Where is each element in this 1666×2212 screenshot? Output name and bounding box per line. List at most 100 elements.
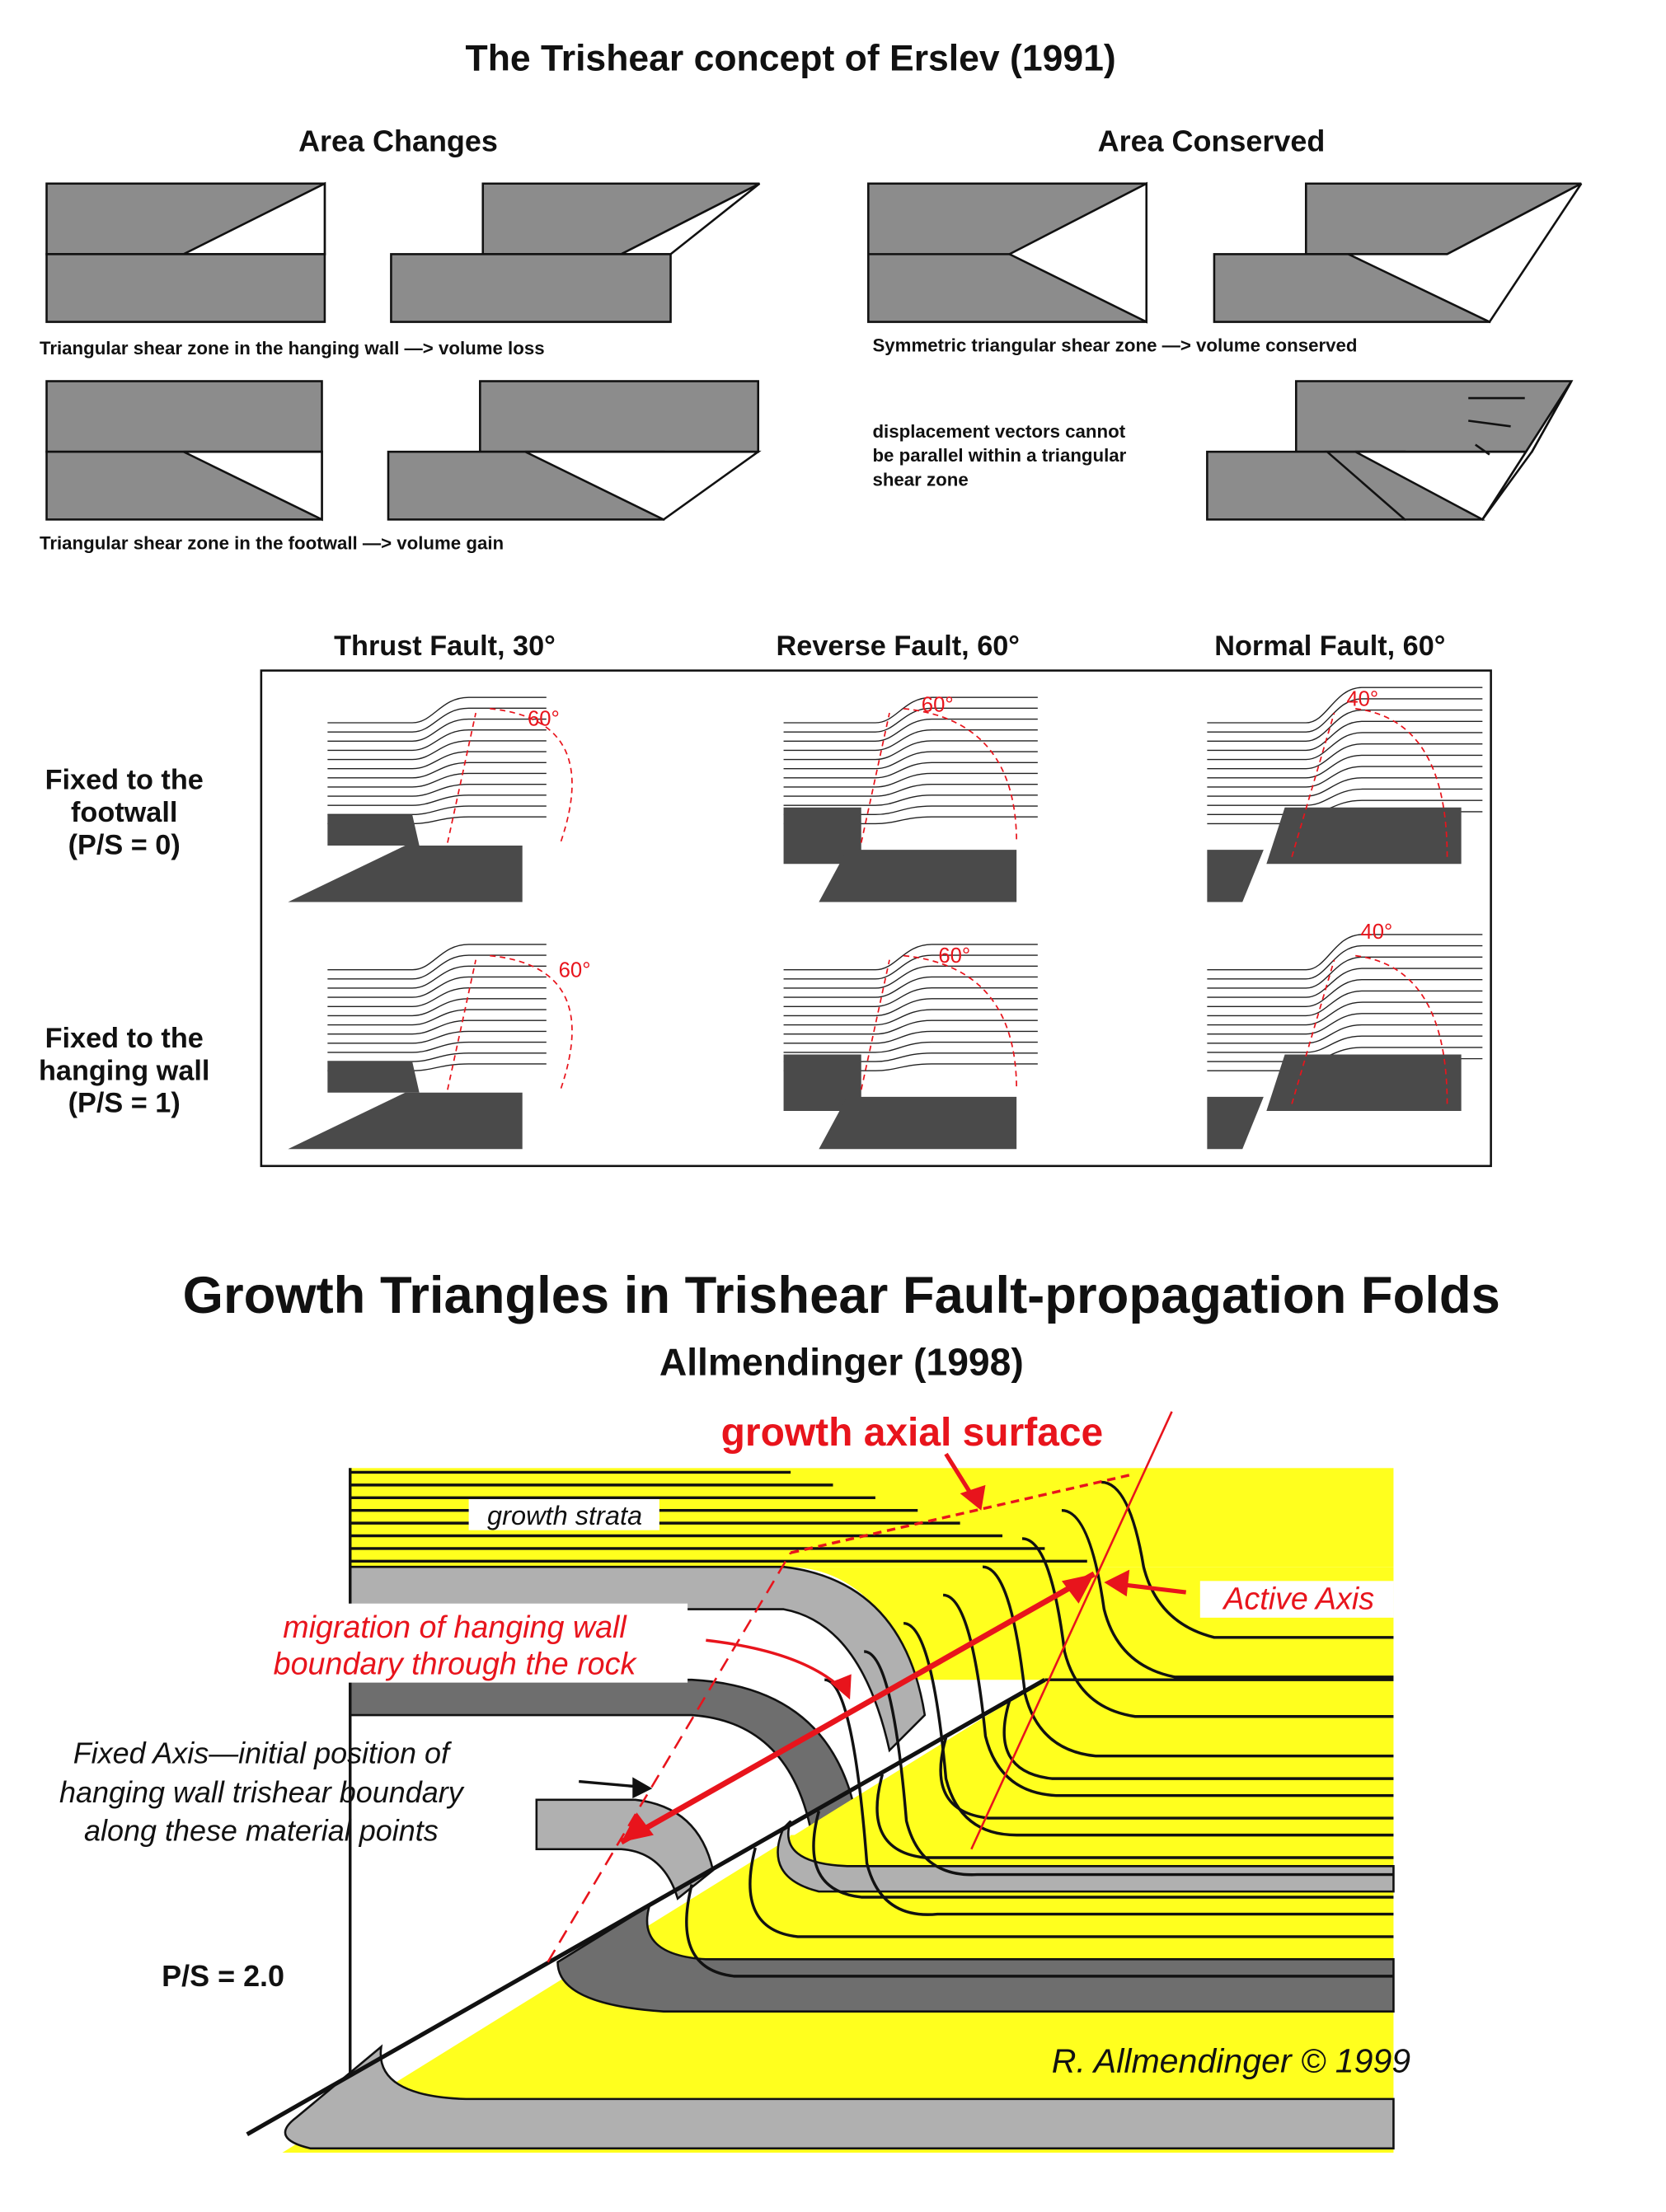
stratum-line xyxy=(783,1019,1038,1035)
row-hanging-1: Fixed to the xyxy=(45,1023,204,1054)
footwall-gain-diagram xyxy=(45,380,762,522)
stratum-line xyxy=(327,696,547,724)
figure-title: The Trishear concept of Erslev (1991) xyxy=(466,39,1116,79)
stratum-line xyxy=(1207,990,1483,1017)
grid-frame xyxy=(260,669,1492,1168)
stratum-line xyxy=(783,762,1038,779)
fault-panel xyxy=(783,696,1038,902)
row-footwall-3: (P/S = 0) xyxy=(68,829,181,860)
credit: R. Allmendinger © 1999 xyxy=(1052,2041,1411,2079)
fold-line xyxy=(1061,1508,1394,1679)
stratum-line xyxy=(327,718,547,742)
displacement-note-2: be parallel within a triangular xyxy=(872,445,1126,466)
column-normal: Normal Fault, 60° xyxy=(1214,630,1445,662)
growth-fold-diagram xyxy=(246,1411,1395,2153)
stratum-line xyxy=(783,805,1038,816)
stratum-line xyxy=(1207,944,1483,980)
stratum-line xyxy=(783,816,1038,825)
row-hanging-2: hanging wall xyxy=(39,1055,209,1086)
stratum-line xyxy=(327,986,547,1007)
stratum-line xyxy=(783,707,1038,733)
stratum-line xyxy=(327,1030,547,1044)
angle-arc xyxy=(447,954,573,1090)
footwall-block xyxy=(1207,1096,1264,1150)
symmetric-diagram xyxy=(867,181,1583,324)
fold-line xyxy=(863,1650,1394,1877)
area-conserved-heading: Area Conserved xyxy=(1098,124,1326,157)
fault-panel xyxy=(1207,934,1483,1150)
stratum-line xyxy=(327,1052,547,1062)
stratum-line xyxy=(327,805,547,816)
angle-r0c0: 60° xyxy=(528,707,560,730)
hanging-wall-block xyxy=(327,1061,420,1093)
column-reverse: Reverse Fault, 60° xyxy=(777,630,1020,662)
displacement-note-3: shear zone xyxy=(872,469,968,490)
fold-line xyxy=(824,1678,1394,1916)
displacement-note-1: displacement vectors cannot xyxy=(872,421,1125,442)
angle-r1c1: 60° xyxy=(938,944,970,968)
stratum-line xyxy=(1207,979,1483,1007)
fold-line xyxy=(1021,1537,1394,1718)
angle-arc xyxy=(1291,954,1448,1104)
stratum-line xyxy=(783,751,1038,770)
stratum-line xyxy=(327,976,547,998)
angle-arc xyxy=(860,954,1018,1090)
fold-line xyxy=(982,1565,1394,1758)
stratum-line xyxy=(783,965,1038,989)
angle-r0c1: 60° xyxy=(922,693,954,716)
footwall-block xyxy=(819,1096,1017,1150)
column-thrust: Thrust Fault, 30° xyxy=(334,630,556,662)
stratum-line xyxy=(1207,754,1483,779)
stratum-line xyxy=(1207,720,1483,752)
stratum-line xyxy=(1207,934,1483,971)
stratum-line xyxy=(783,1009,1038,1026)
stratum-line xyxy=(1207,687,1483,724)
footwall-block xyxy=(819,850,1017,902)
angle-arc xyxy=(1291,708,1448,857)
stratum-line xyxy=(1207,1035,1483,1053)
stratum-line xyxy=(1207,956,1483,989)
row-footwall-2: footwall xyxy=(71,797,177,828)
fault-panels xyxy=(288,687,1483,1150)
stratum-line xyxy=(783,1030,1038,1044)
angle-r1c0: 60° xyxy=(559,958,591,982)
migration-line-1: migration of hanging wall xyxy=(283,1610,627,1644)
hanging-wall-block xyxy=(1266,1054,1462,1111)
stratum-line xyxy=(327,1041,547,1053)
stratum-line xyxy=(783,794,1038,806)
stratum-line xyxy=(327,944,547,971)
hanging-wall-line xyxy=(939,1736,1394,1820)
stratum-line xyxy=(1207,788,1483,806)
angle-r0c2: 40° xyxy=(1346,687,1378,710)
hanging-wall-loss-diagram xyxy=(45,181,761,323)
stratum-line xyxy=(1207,698,1483,733)
stratum-line xyxy=(327,707,547,733)
stratum-line xyxy=(1207,777,1483,797)
hanging-wall-line xyxy=(685,1884,1394,1978)
stratum-line xyxy=(327,794,547,806)
caption-symmetric: Symmetric triangular shear zone —> volum… xyxy=(872,335,1357,356)
stratum-line xyxy=(1207,1001,1483,1026)
stratum-line xyxy=(327,729,547,752)
stratum-line xyxy=(783,740,1038,761)
hanging-wall-block xyxy=(783,1054,861,1111)
hanging-wall-block xyxy=(1266,807,1462,865)
stratum-line xyxy=(783,772,1038,788)
growth-title: Growth Triangles in Trishear Fault-propa… xyxy=(183,1267,1500,1324)
angle-arc xyxy=(860,708,1018,843)
stratum-line xyxy=(1207,732,1483,761)
growth-strata-label: growth strata xyxy=(487,1501,642,1530)
hanging-wall-line xyxy=(749,1847,1394,1938)
hanging-wall-line xyxy=(812,1811,1394,1899)
migration-line-2: boundary through the rock xyxy=(274,1646,638,1680)
stratum-line xyxy=(327,1009,547,1026)
footwall-block xyxy=(288,846,523,902)
stratum-line xyxy=(327,783,547,797)
fault-panel xyxy=(288,944,573,1150)
area-changes-heading: Area Changes xyxy=(298,124,498,157)
stratum-line xyxy=(783,986,1038,1007)
stratum-line xyxy=(327,740,547,761)
stratum-line xyxy=(783,1063,1038,1071)
fold-line xyxy=(1100,1480,1394,1639)
